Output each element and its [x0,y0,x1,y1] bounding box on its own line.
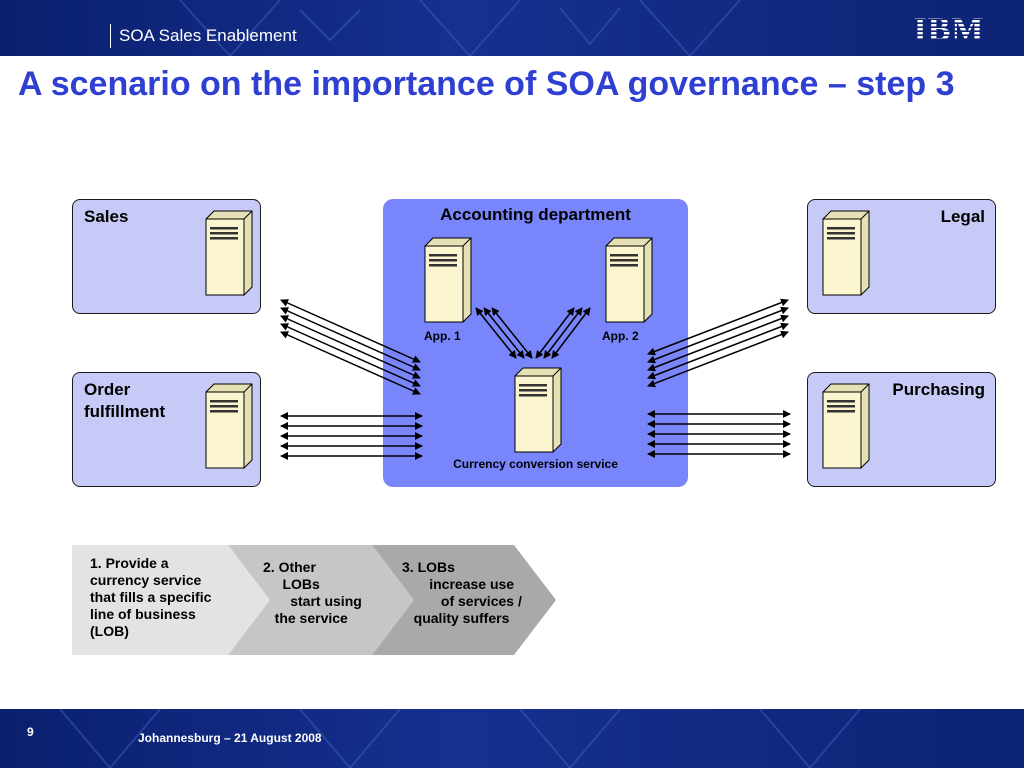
app2-label: App. 2 [602,329,639,343]
svg-text:IBM: IBM [914,12,985,44]
order-fulfillment-label: Order fulfillment [84,380,166,421]
step-1-text: 1. Provide a currency service that fills… [90,555,212,639]
legal-arrow [647,330,789,388]
sales-server-icon [205,210,253,296]
currency-service-label: Currency conversion service [453,457,618,471]
currency-service-server-icon [514,367,562,453]
footer-text: Johannesburg – 21 August 2008 [138,731,322,745]
legal-label: Legal [940,207,985,226]
legal-server-icon [822,210,870,296]
purchasing-server-icon [822,383,870,469]
app1-arrow [491,307,533,359]
step-3-chevron [372,545,556,655]
header-bar: SOA Sales Enablement IBM [0,0,1024,56]
app2-server-icon [605,237,653,323]
header-title: SOA Sales Enablement [110,24,297,48]
app2-arrow [535,307,575,359]
step-2-chevron [228,545,414,655]
order-fulfillment-server-icon [205,383,253,469]
step-3-text: 3. LOBs increase use of services / quali… [402,559,522,626]
page-number: 9 [27,725,34,739]
accounting-department-label: Accounting department [440,205,631,224]
sales-arrow [280,331,421,395]
sales-label: Sales [84,207,129,226]
purchasing-label: Purchasing [892,380,985,399]
app1-label: App. 1 [424,329,461,343]
step-1-chevron [72,545,270,655]
header-decoration [179,0,741,56]
step-2-text: 2. Other LOBs start using the service [263,559,362,626]
app1-server-icon [424,237,472,323]
ibm-logo-icon: IBM [914,12,985,44]
slide-title: A scenario on the importance of SOA gove… [18,65,955,103]
footer-bar: 9 Johannesburg – 21 August 2008 [0,709,1024,768]
